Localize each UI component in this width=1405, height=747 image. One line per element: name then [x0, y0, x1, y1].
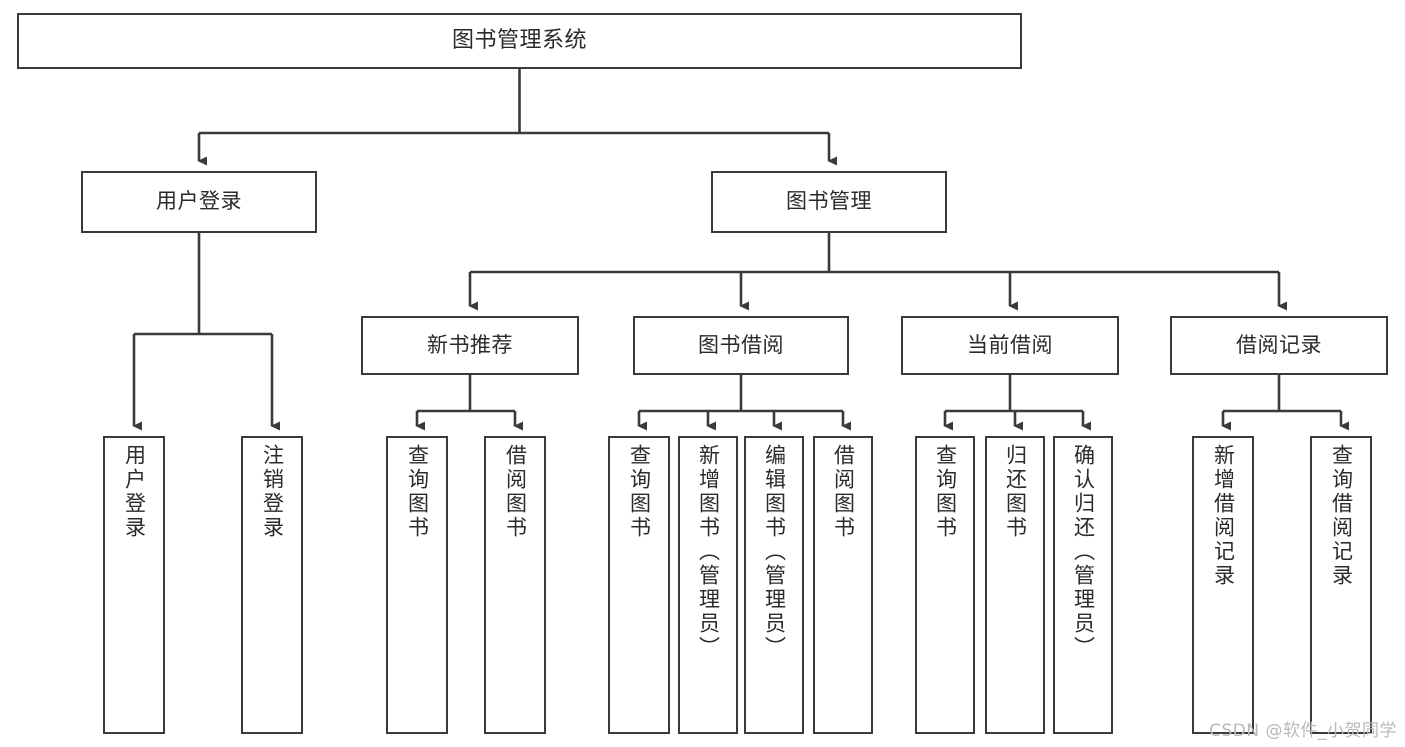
node-leaf-borrow-book-recommend[interactable]: 借阅图书: [484, 436, 546, 734]
node-leaf-logout[interactable]: 注销登录: [241, 436, 303, 734]
node-current-borrow-label: 当前借阅: [967, 332, 1053, 357]
node-leaf-query-borrow-record[interactable]: 查询借阅记录: [1310, 436, 1372, 734]
node-leaf-borrow-book[interactable]: 借阅图书: [813, 436, 873, 734]
node-new-book-recommend[interactable]: 新书推荐: [361, 316, 579, 375]
node-user-login-label: 用户登录: [156, 189, 242, 214]
node-root-label: 图书管理系统: [451, 27, 587, 53]
node-leaf-user-login[interactable]: 用户登录: [103, 436, 165, 734]
node-leaf-return-book[interactable]: 归还图书: [985, 436, 1045, 734]
node-leaf-confirm-return-admin[interactable]: 确认归还（管理员）: [1053, 436, 1113, 734]
node-borrow-record[interactable]: 借阅记录: [1170, 316, 1388, 375]
node-new-book-recommend-label: 新书推荐: [427, 332, 513, 357]
node-book-management[interactable]: 图书管理: [711, 171, 947, 233]
node-user-login[interactable]: 用户登录: [81, 171, 317, 233]
node-leaf-edit-book-admin-label: 编辑图书（管理员）: [762, 444, 787, 660]
node-leaf-query-borrow-record-label: 查询借阅记录: [1329, 444, 1354, 588]
node-leaf-confirm-return-admin-label: 确认归还（管理员）: [1071, 444, 1096, 660]
node-book-management-label: 图书管理: [786, 189, 872, 214]
node-book-borrow[interactable]: 图书借阅: [633, 316, 849, 375]
node-leaf-logout-label: 注销登录: [260, 444, 285, 540]
node-leaf-query-book-recommend-label: 查询图书: [405, 444, 430, 540]
node-leaf-add-borrow-record[interactable]: 新增借阅记录: [1192, 436, 1254, 734]
node-leaf-add-borrow-record-label: 新增借阅记录: [1211, 444, 1236, 588]
node-leaf-borrow-book-label: 借阅图书: [831, 444, 856, 540]
watermark-text: CSDN @软件_小贺同学: [1209, 721, 1397, 741]
node-leaf-user-login-label: 用户登录: [122, 444, 147, 540]
node-leaf-borrow-book-recommend-label: 借阅图书: [503, 444, 528, 540]
node-leaf-query-book-recommend[interactable]: 查询图书: [386, 436, 448, 734]
node-leaf-return-book-label: 归还图书: [1003, 444, 1028, 540]
node-leaf-add-book-admin-label: 新增图书（管理员）: [696, 444, 721, 660]
node-leaf-query-book-current-label: 查询图书: [933, 444, 958, 540]
node-leaf-query-book-current[interactable]: 查询图书: [915, 436, 975, 734]
node-root[interactable]: 图书管理系统: [17, 13, 1022, 69]
node-current-borrow[interactable]: 当前借阅: [901, 316, 1119, 375]
node-leaf-add-book-admin[interactable]: 新增图书（管理员）: [678, 436, 738, 734]
node-book-borrow-label: 图书借阅: [698, 332, 784, 357]
node-borrow-record-label: 借阅记录: [1236, 332, 1322, 357]
node-leaf-query-book-borrow-label: 查询图书: [627, 444, 652, 540]
node-leaf-edit-book-admin[interactable]: 编辑图书（管理员）: [744, 436, 804, 734]
node-leaf-query-book-borrow[interactable]: 查询图书: [608, 436, 670, 734]
